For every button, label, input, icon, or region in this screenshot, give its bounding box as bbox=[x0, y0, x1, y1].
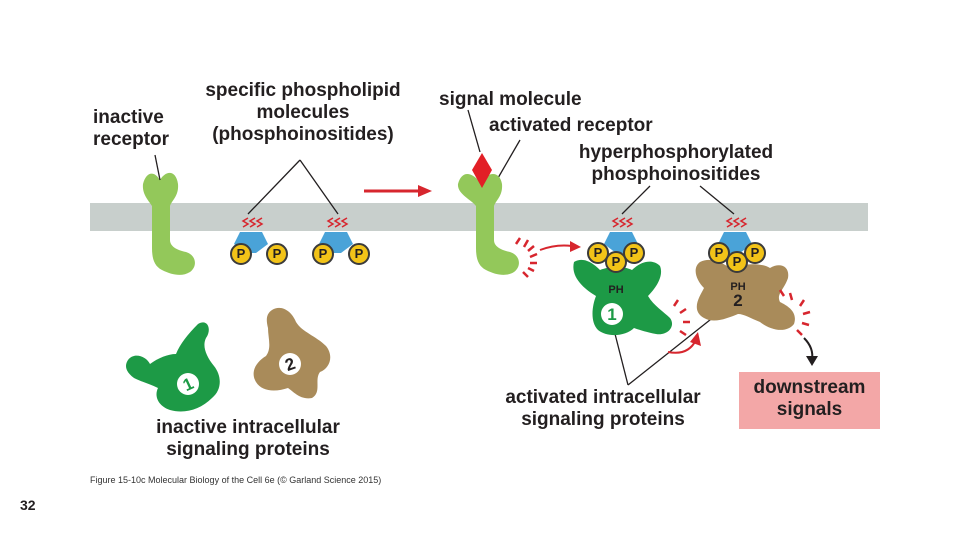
label-specific-phospholipid: specific phospholipid molecules (phospho… bbox=[192, 80, 414, 146]
phosphate-10: P bbox=[744, 242, 766, 264]
activated-protein-2 bbox=[695, 259, 795, 330]
label-hyperphosphorylated: hyperphosphorylated phosphoinositides bbox=[560, 142, 792, 186]
label-inactive-proteins-line2: signaling proteins bbox=[166, 439, 330, 460]
ph-domain-label-2: PH bbox=[730, 281, 745, 293]
label-activated-proteins-line2: signaling proteins bbox=[521, 409, 685, 430]
ph-domain-label-1: PH bbox=[608, 284, 623, 296]
label-inactive-receptor-line1: inactive bbox=[93, 107, 164, 128]
phosphate-2: P bbox=[266, 243, 288, 265]
inactive-receptor bbox=[142, 172, 195, 275]
slide-number: 32 bbox=[20, 497, 36, 513]
label-inactive-receptor: inactive receptor bbox=[93, 107, 169, 151]
phosphate-5: P bbox=[587, 242, 609, 264]
label-signal-molecule: signal molecule bbox=[439, 89, 582, 110]
inactive-protein-1 bbox=[126, 322, 220, 412]
label-activated-receptor: activated receptor bbox=[489, 115, 653, 136]
activated-protein-1 bbox=[573, 259, 673, 336]
label-hyper-line1: hyperphosphorylated bbox=[578, 142, 774, 163]
transition-arrow bbox=[364, 185, 432, 197]
label-hyper-line2: phosphoinositides bbox=[591, 164, 761, 185]
activated-receptor bbox=[457, 173, 519, 275]
protein-2-number: 2 bbox=[733, 291, 742, 310]
label-inactive-proteins-line1: inactive intracellular bbox=[156, 417, 340, 438]
downstream-signals-box: downstream signals bbox=[739, 372, 880, 429]
phosphate-4: P bbox=[348, 243, 370, 265]
phosphate-6: P bbox=[605, 251, 627, 273]
label-specific-line3: (phosphoinositides) bbox=[212, 124, 394, 145]
label-specific-line1: specific phospholipid bbox=[205, 80, 401, 101]
label-inactive-proteins: inactive intracellular signaling protein… bbox=[130, 417, 366, 461]
label-downstream-line1: downstream bbox=[753, 377, 866, 398]
phosphate-3: P bbox=[312, 243, 334, 265]
label-activated-proteins-line1: activated intracellular bbox=[505, 387, 701, 408]
label-specific-line2: molecules bbox=[256, 102, 350, 123]
label-downstream-line2: signals bbox=[776, 399, 843, 420]
phosphate-8: P bbox=[708, 242, 730, 264]
label-inactive-receptor-line2: receptor bbox=[93, 129, 170, 150]
phosphate-7: P bbox=[623, 242, 645, 264]
label-activated-proteins: activated intracellular signaling protei… bbox=[486, 387, 720, 431]
figure-caption: Figure 15-10c Molecular Biology of the C… bbox=[90, 475, 382, 485]
protein-1-number: 1 bbox=[607, 305, 616, 324]
inactive-protein-2 bbox=[253, 307, 331, 399]
phosphate-9: P bbox=[726, 251, 748, 273]
signal-molecule bbox=[472, 153, 492, 188]
phosphate-1: P bbox=[230, 243, 252, 265]
